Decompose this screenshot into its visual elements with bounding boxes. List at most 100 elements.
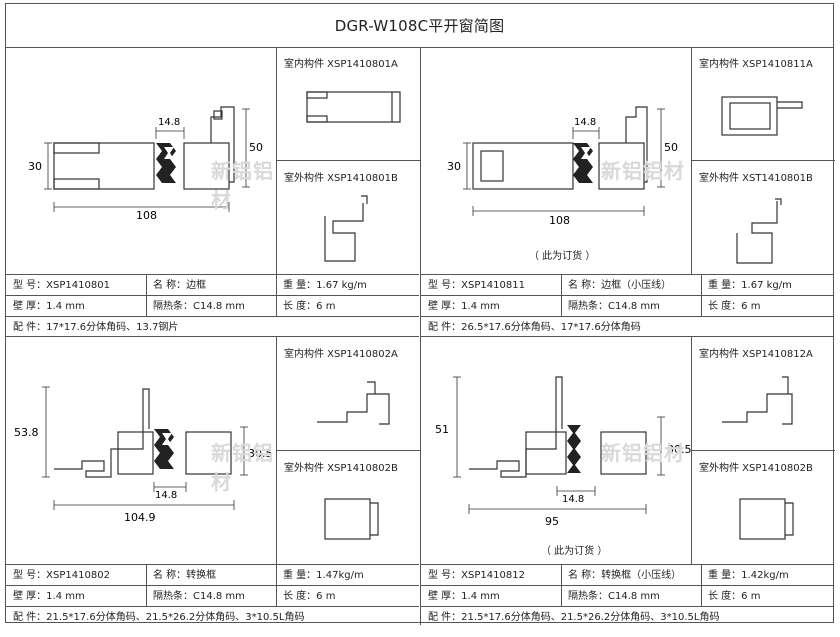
part-a-box: 室内构件 XSP1410811A (692, 47, 835, 161)
name-cell: 名 称：转换框 (153, 570, 217, 581)
fittings-cell: 配 件：17*17.6分体角码、13.7钢片 (13, 322, 179, 333)
model-cell: 型 号：XSP1410812 (428, 570, 525, 581)
spec-row-3: 配 件：17*17.6分体角码、13.7钢片 (6, 316, 419, 338)
name-cell: 名 称：边框（小压线） (568, 280, 672, 291)
part-a-label: 室内构件 XSP1410802A (284, 349, 398, 360)
part-b-drawing (739, 498, 794, 540)
part-b-box: 室外构件 XST1410801B (692, 161, 835, 274)
dim-gap: 14.8 (574, 117, 596, 128)
thickness-cell: 壁 厚：1.4 mm (13, 301, 85, 312)
spec-row-2: 壁 厚：1.4 mm 隔热条：C14.8 mm 长 度：6 m (421, 295, 834, 317)
weight-cell: 重 量：1.67 kg/m (283, 280, 367, 291)
part-b-drawing (736, 198, 782, 264)
drawing-sheet: DGR-W108C平开窗简图 (5, 3, 835, 628)
part-b-box: 室外构件 XSP1410802B (692, 451, 835, 564)
dim-width: 104.9 (124, 511, 156, 524)
strip-cell: 隔热条：C14.8 mm (153, 301, 245, 312)
profile-figure: 53.8 104.9 14.8 30.5 新铝铝材 (6, 337, 276, 564)
dim-height: 30 (28, 160, 42, 173)
part-a-drawing (317, 381, 390, 425)
spec-row-1: 型 号：XSP1410811 名 称：边框（小压线） 重 量：1.67 kg/m (421, 274, 834, 296)
dim-height: 53.8 (14, 426, 39, 439)
parts-panel: 室内构件 XSP1410812A 室外构件 XSP1410802B (691, 337, 835, 564)
parts-panel: 室内构件 XSP1410811A 室外构件 XST1410801B (691, 47, 835, 274)
spec-row-2: 壁 厚：1.4 mm 隔热条：C14.8 mm 长 度：6 m (421, 585, 834, 607)
length-cell: 长 度：6 m (708, 591, 761, 602)
order-note: （ 此为订货 ） (529, 251, 596, 262)
order-note: （ 此为订货 ） (541, 546, 608, 557)
dim-height-2: 30.5 (248, 447, 273, 460)
length-cell: 长 度：6 m (283, 591, 336, 602)
profile-figure: 30 108 14.8 50 新铝铝材 (6, 47, 276, 274)
section-2: 30 108 14.8 50 新铝铝材 （ 此为订货 ） 室内构件 XSP141… (420, 47, 835, 338)
section-1: 30 108 14.8 50 新铝铝材 室内构件 XSP1410801A (6, 47, 420, 338)
profile-figure: 51 95 14.8 30.5 新铝铝材 （ 此为订货 ） (421, 337, 692, 564)
spec-row-3: 配 件：26.5*17.6分体角码、17*17.6分体角码 (421, 316, 834, 338)
part-a-drawing (306, 91, 401, 123)
thickness-cell: 壁 厚：1.4 mm (13, 591, 85, 602)
dim-height: 51 (435, 423, 449, 436)
dim-width: 108 (549, 214, 570, 227)
part-b-box: 室外构件 XSP1410801B (277, 161, 420, 274)
part-a-drawing (722, 376, 793, 425)
length-cell: 长 度：6 m (283, 301, 336, 312)
weight-cell: 重 量：1.42kg/m (708, 570, 789, 581)
dim-height-2: 30.5 (667, 443, 691, 456)
thickness-cell: 壁 厚：1.4 mm (428, 301, 500, 312)
strip-cell: 隔热条：C14.8 mm (153, 591, 245, 602)
part-b-drawing (324, 195, 368, 262)
part-a-box: 室内构件 XSP1410812A (692, 337, 835, 451)
part-b-label: 室外构件 XST1410801B (699, 173, 813, 184)
dim-height-2: 50 (249, 141, 263, 154)
watermark: 新铝铝材 (211, 159, 274, 212)
profile-drawing: 53.8 104.9 14.8 30.5 (14, 386, 273, 524)
watermark: 新铝铝材 (601, 159, 685, 183)
strip-cell: 隔热条：C14.8 mm (568, 591, 660, 602)
length-cell: 长 度：6 m (708, 301, 761, 312)
watermark: 新铝铝材 (211, 441, 274, 494)
dim-width: 95 (545, 515, 559, 528)
profile-drawing: 51 95 14.8 30.5 (435, 376, 692, 528)
strip-cell: 隔热条：C14.8 mm (568, 301, 660, 312)
part-a-label: 室内构件 XSP1410811A (699, 59, 813, 70)
dim-width: 108 (136, 209, 157, 222)
page-title: DGR-W108C平开窗简图 (6, 4, 833, 48)
part-a-box: 室内构件 XSP1410801A (277, 47, 420, 161)
parts-panel: 室内构件 XSP1410802A 室外构件 XSP1410802B (276, 337, 420, 564)
section-3: 53.8 104.9 14.8 30.5 新铝铝材 室内构件 XSP141080… (6, 336, 420, 628)
fittings-cell: 配 件：21.5*17.6分体角码、21.5*26.2分体角码、3*10.5L角… (428, 612, 720, 623)
part-b-drawing (324, 498, 379, 540)
dim-gap: 14.8 (158, 117, 180, 128)
model-cell: 型 号：XSP1410801 (13, 280, 110, 291)
spec-row-3: 配 件：21.5*17.6分体角码、21.5*26.2分体角码、3*10.5L角… (421, 606, 834, 628)
profile-drawing: 30 108 14.8 50 (447, 106, 678, 227)
thickness-cell: 壁 厚：1.4 mm (428, 591, 500, 602)
part-a-label: 室内构件 XSP1410801A (284, 59, 398, 70)
part-b-label: 室外构件 XSP1410802B (284, 463, 398, 474)
name-cell: 名 称：边框 (153, 280, 207, 291)
dim-height: 30 (447, 160, 461, 173)
weight-cell: 重 量：1.47kg/m (283, 570, 364, 581)
profile-figure: 30 108 14.8 50 新铝铝材 （ 此为订货 ） (421, 47, 691, 274)
part-a-drawing (721, 96, 803, 136)
model-cell: 型 号：XSP1410811 (428, 280, 525, 291)
name-cell: 名 称：转换框（小压线） (568, 570, 682, 581)
part-b-label: 室外构件 XSP1410801B (284, 173, 398, 184)
parts-panel: 室内构件 XSP1410801A 室外构件 XSP1410801B (276, 47, 420, 274)
fittings-cell: 配 件：26.5*17.6分体角码、17*17.6分体角码 (428, 322, 641, 333)
spec-row-1: 型 号：XSP1410812 名 称：转换框（小压线） 重 量：1.42kg/m (421, 564, 834, 586)
spec-row-2: 壁 厚：1.4 mm 隔热条：C14.8 mm 长 度：6 m (6, 295, 419, 317)
part-b-label: 室外构件 XSP1410802B (699, 463, 813, 474)
spec-row-1: 型 号：XSP1410801 名 称：边框 重 量：1.67 kg/m (6, 274, 419, 296)
spec-row-3: 配 件：21.5*17.6分体角码、21.5*26.2分体角码、3*10.5L角… (6, 606, 419, 628)
dim-gap: 14.8 (562, 494, 584, 505)
spec-row-1: 型 号：XSP1410802 名 称：转换框 重 量：1.47kg/m (6, 564, 419, 586)
profile-drawing: 30 108 14.8 50 (28, 106, 263, 222)
part-a-label: 室内构件 XSP1410812A (699, 349, 813, 360)
model-cell: 型 号：XSP1410802 (13, 570, 110, 581)
dim-gap: 14.8 (155, 490, 177, 501)
watermark: 新铝铝材 (601, 441, 685, 465)
part-a-box: 室内构件 XSP1410802A (277, 337, 420, 451)
part-b-box: 室外构件 XSP1410802B (277, 451, 420, 564)
fittings-cell: 配 件：21.5*17.6分体角码、21.5*26.2分体角码、3*10.5L角… (13, 612, 305, 623)
